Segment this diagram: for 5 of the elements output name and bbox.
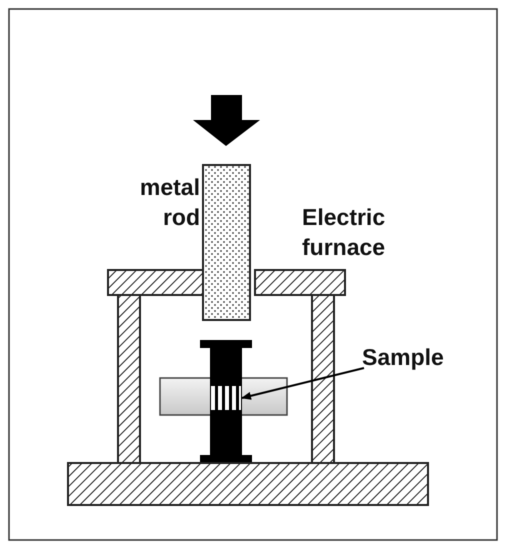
part-label: Electric furnace: [302, 203, 386, 262]
part-label: metal rod: [138, 173, 200, 232]
part-label: Sample: [362, 342, 444, 372]
leader-line: [241, 367, 364, 400]
sample-specimen: [211, 386, 241, 410]
